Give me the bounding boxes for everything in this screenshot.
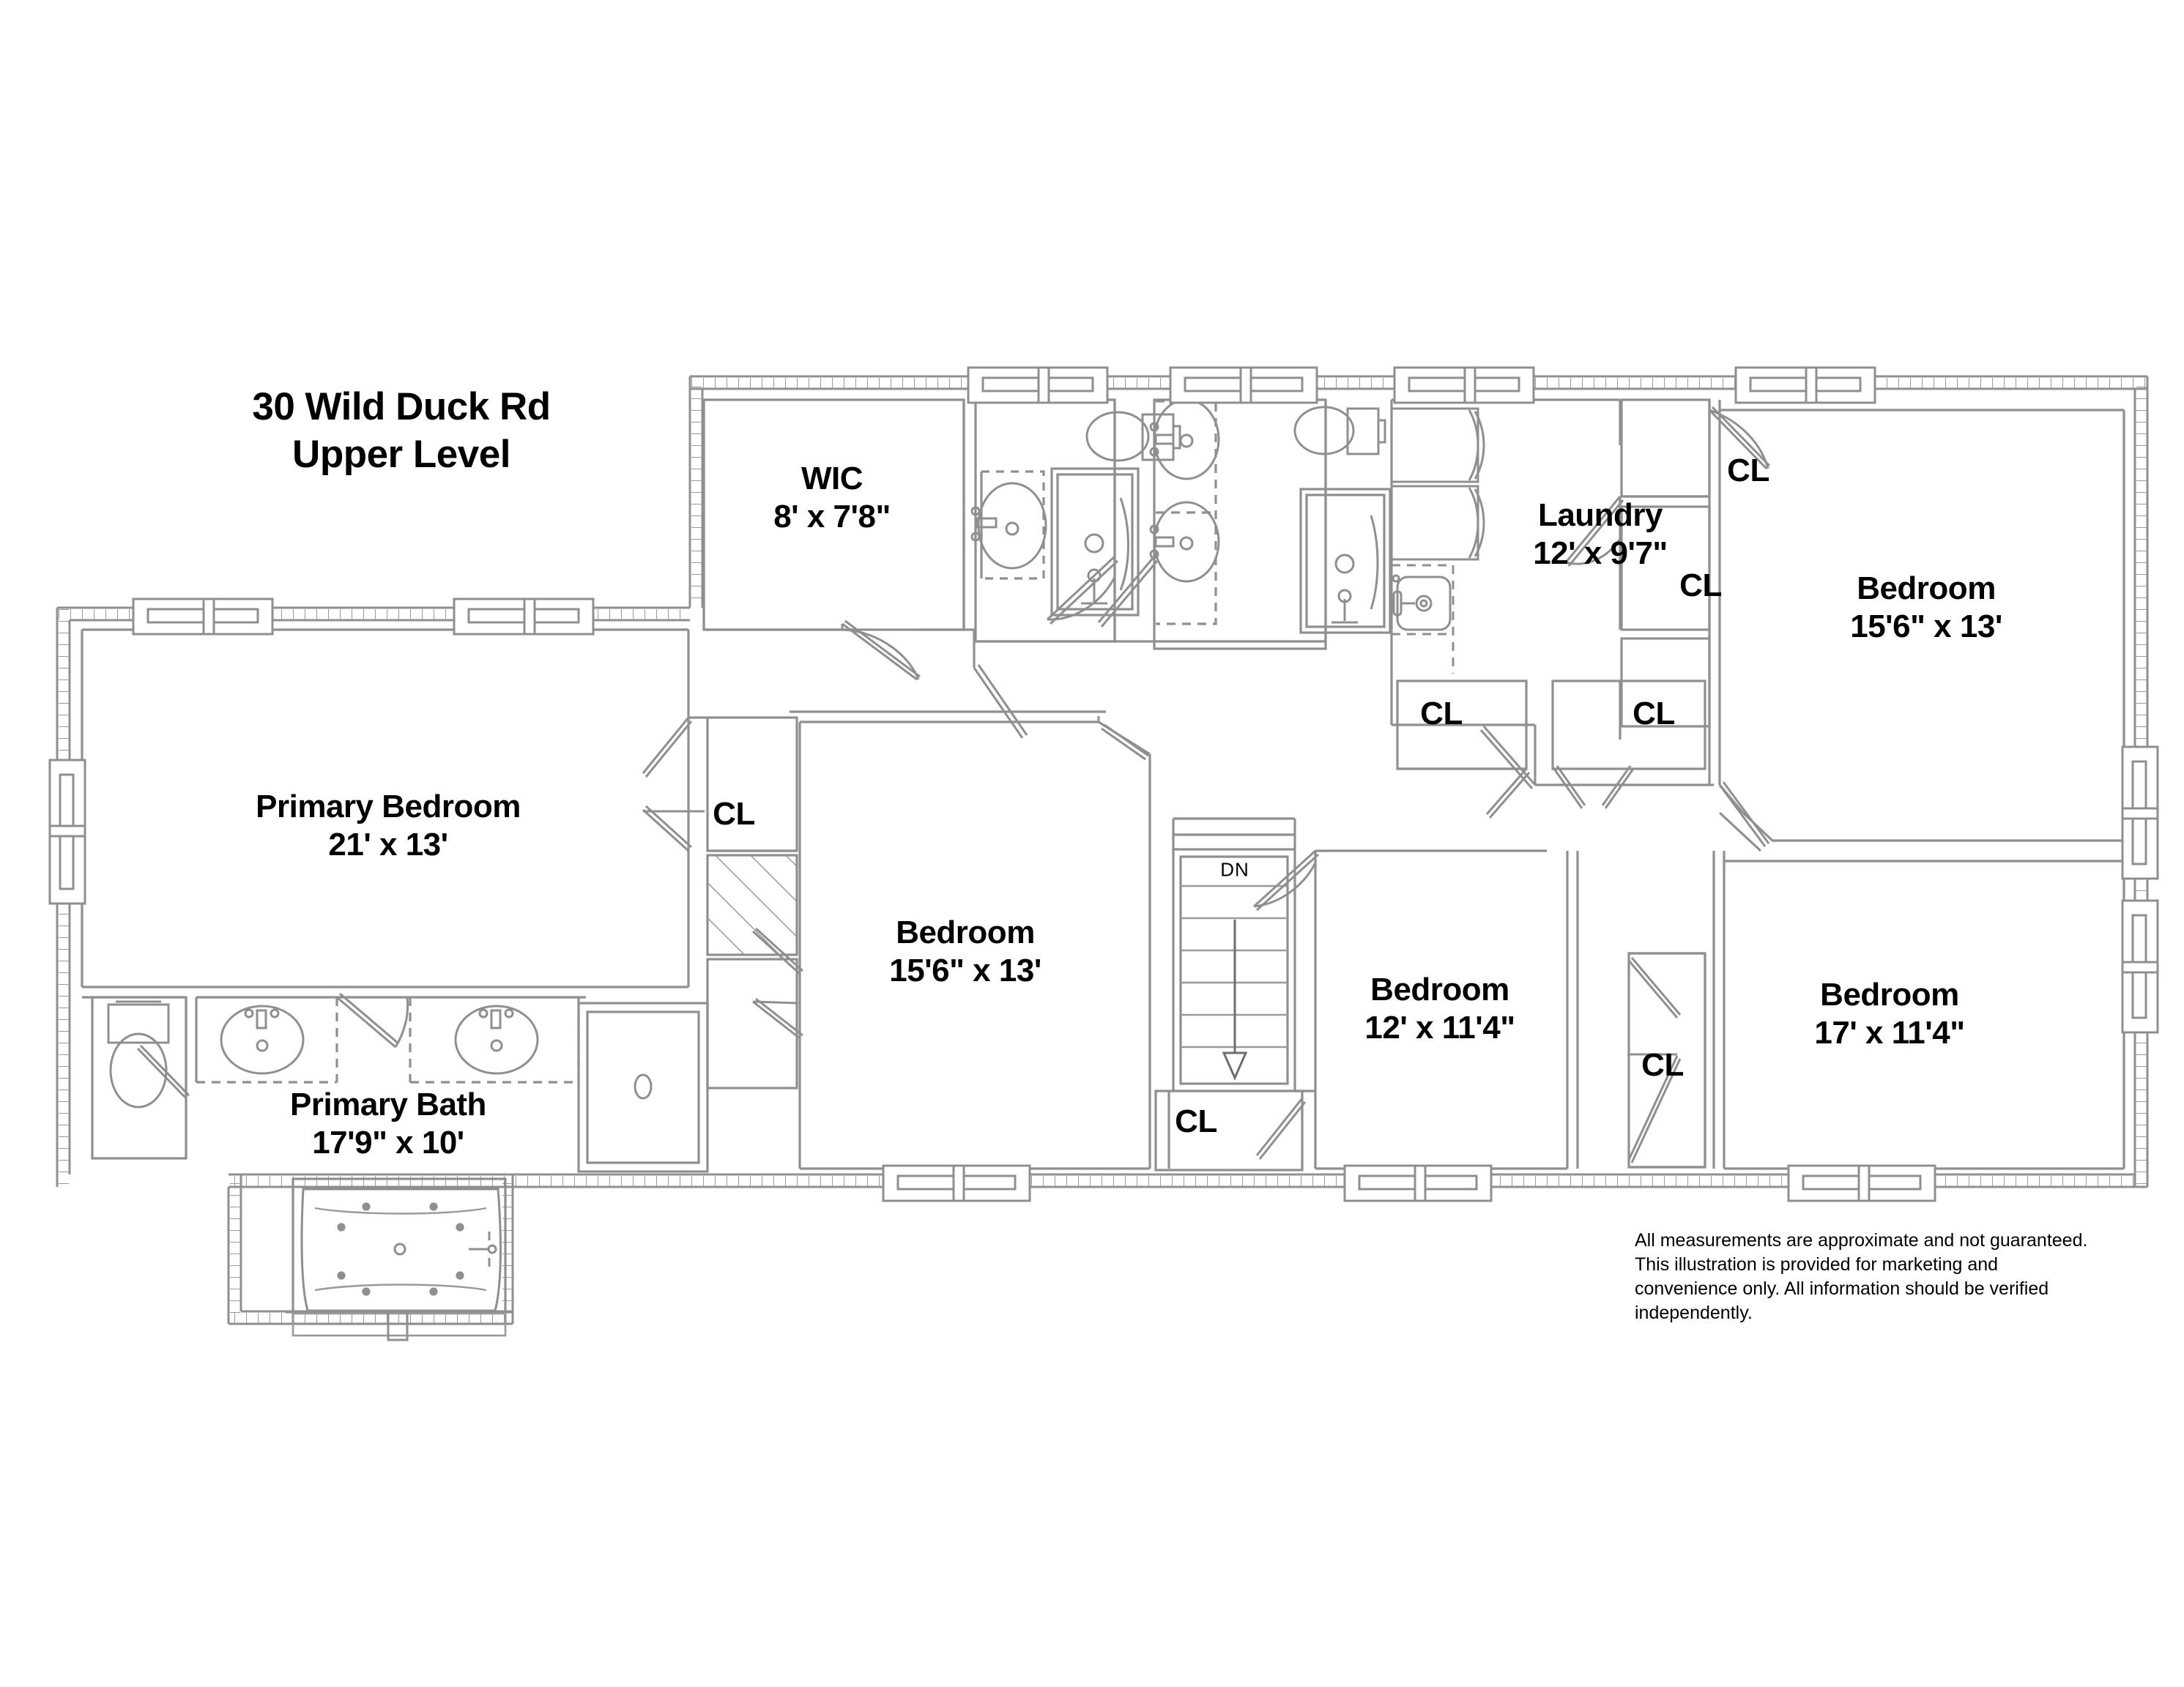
stairs-direction-label: DN xyxy=(1220,858,1249,881)
room-name: Bedroom xyxy=(1370,972,1509,1008)
closet-label-stair: CL xyxy=(1175,1103,1217,1140)
room-dims: 8' x 7'8" xyxy=(773,499,891,535)
room-name: Primary Bath xyxy=(290,1087,486,1123)
room-dims: 12' x 11'4" xyxy=(1364,1010,1515,1046)
room-name: Bedroom xyxy=(1820,977,1959,1013)
room-label-bedroom-se: Bedroom 17' x 11'4" xyxy=(1814,976,1965,1052)
room-name: Bedroom xyxy=(896,915,1035,951)
room-label-bedroom-mid: Bedroom 15'6" x 13' xyxy=(889,914,1041,990)
closet-label-primary: CL xyxy=(713,796,755,833)
closet-label-laundry: CL xyxy=(1420,696,1463,732)
doors xyxy=(136,406,1771,1163)
room-dims: 15'6" x 13' xyxy=(1850,608,2002,644)
room-label-bedroom-south: Bedroom 12' x 11'4" xyxy=(1364,971,1515,1047)
title-line-2: Upper Level xyxy=(292,432,510,476)
closet-label-ne-upper: CL xyxy=(1727,453,1769,489)
disclaimer-text: All measurements are approximate and not… xyxy=(1635,1230,2088,1323)
interior-walls xyxy=(81,398,2125,1341)
closet-label-hall: CL xyxy=(1633,696,1675,732)
room-name: Bedroom xyxy=(1857,570,1996,607)
room-name: WIC xyxy=(801,461,863,497)
room-dims: 17' x 11'4" xyxy=(1814,1015,1965,1051)
room-label-primary-bedroom: Primary Bedroom 21' x 13' xyxy=(256,788,521,864)
page-title: 30 Wild Duck Rd Upper Level xyxy=(196,384,606,478)
windows xyxy=(48,366,2159,1202)
room-dims: 15'6" x 13' xyxy=(889,953,1041,988)
room-name: Primary Bedroom xyxy=(256,789,521,825)
closet-label-ne-lower: CL xyxy=(1679,567,1722,604)
room-label-wic: WIC 8' x 7'8" xyxy=(773,460,891,536)
room-dims: 17'9" x 10' xyxy=(312,1125,464,1161)
closet-label-se: CL xyxy=(1641,1047,1684,1084)
room-label-bedroom-ne: Bedroom 15'6" x 13' xyxy=(1850,570,2002,646)
room-label-primary-bath: Primary Bath 17'9" x 10' xyxy=(290,1086,486,1162)
room-name: Laundry xyxy=(1537,497,1663,534)
room-dims: 12' x 9'7" xyxy=(1533,535,1668,571)
title-line-1: 30 Wild Duck Rd xyxy=(252,385,551,428)
room-dims: 21' x 13' xyxy=(328,827,448,863)
room-label-laundry: Laundry 12' x 9'7" xyxy=(1533,496,1668,573)
